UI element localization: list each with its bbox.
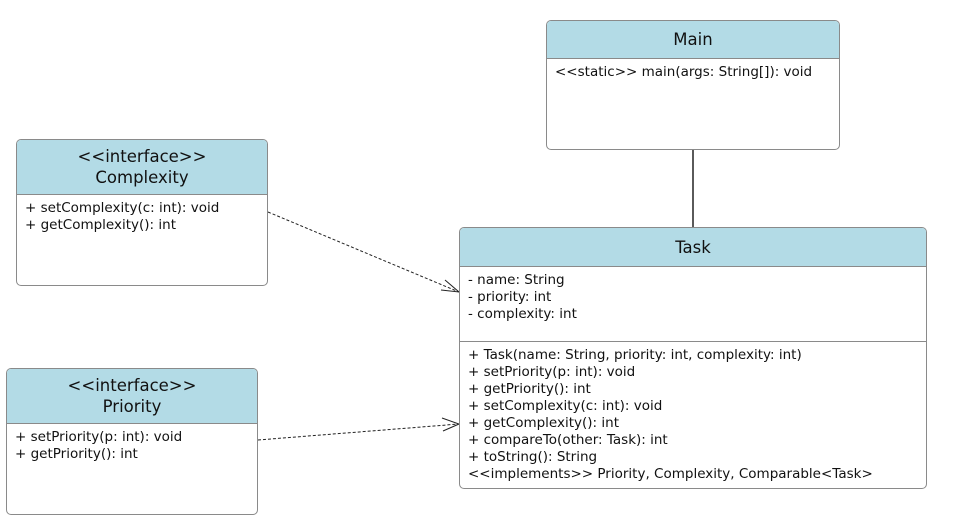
interface-complexity-stereotype: <<interface>> (77, 147, 207, 166)
class-task-header: Task (460, 228, 926, 267)
attribute: - priority: int (468, 289, 552, 305)
interface-complexity[interactable]: <<interface>> Complexity + setComplexity… (16, 139, 268, 286)
implements-clause: <<implements>> Priority, Complexity, Com… (468, 466, 873, 482)
dependency-priority-task (257, 423, 460, 441)
arrowhead-complexity-task (440, 279, 461, 293)
class-task[interactable]: Task - name: String - priority: int - co… (459, 227, 927, 489)
arrowhead-priority-task (441, 417, 461, 432)
interface-complexity-name: Complexity (95, 168, 189, 187)
interface-complexity-operations: + setComplexity(c: int): void + getCompl… (17, 195, 267, 239)
operation: <<static>> main(args: String[]): void (555, 64, 813, 80)
dependency-complexity-task (267, 211, 460, 293)
interface-priority-stereotype: <<interface>> (67, 376, 197, 395)
interface-priority-header: <<interface>> Priority (7, 369, 257, 424)
operation: + setPriority(p: int): void (468, 364, 636, 380)
operation: + getComplexity(): int (25, 217, 176, 233)
operation: + getPriority(): int (15, 446, 138, 462)
interface-priority[interactable]: <<interface>> Priority + setPriority(p: … (6, 368, 258, 515)
class-main-name: Main (673, 30, 713, 49)
interface-complexity-header: <<interface>> Complexity (17, 140, 267, 195)
class-task-attributes: - name: String - priority: int - complex… (460, 267, 926, 342)
interface-priority-operations: + setPriority(p: int): void + getPriorit… (7, 424, 257, 468)
operation: + setPriority(p: int): void (15, 429, 183, 445)
class-main[interactable]: Main <<static>> main(args: String[]): vo… (546, 20, 840, 150)
attribute: - name: String (468, 272, 565, 288)
operation: + setComplexity(c: int): void (468, 398, 663, 414)
operation: + toString(): String (468, 449, 598, 465)
class-task-operations: + Task(name: String, priority: int, comp… (460, 342, 926, 488)
operation: + getComplexity(): int (468, 415, 619, 431)
operation: + compareTo(other: Task): int (468, 432, 668, 448)
interface-priority-name: Priority (102, 397, 162, 416)
class-task-name: Task (675, 237, 711, 257)
class-main-operations: <<static>> main(args: String[]): void (547, 59, 839, 86)
operation: + getPriority(): int (468, 381, 591, 397)
operation: + setComplexity(c: int): void (25, 200, 220, 216)
operation: + Task(name: String, priority: int, comp… (468, 347, 802, 363)
attribute: - complexity: int (468, 306, 577, 322)
class-main-header: Main (547, 21, 839, 59)
